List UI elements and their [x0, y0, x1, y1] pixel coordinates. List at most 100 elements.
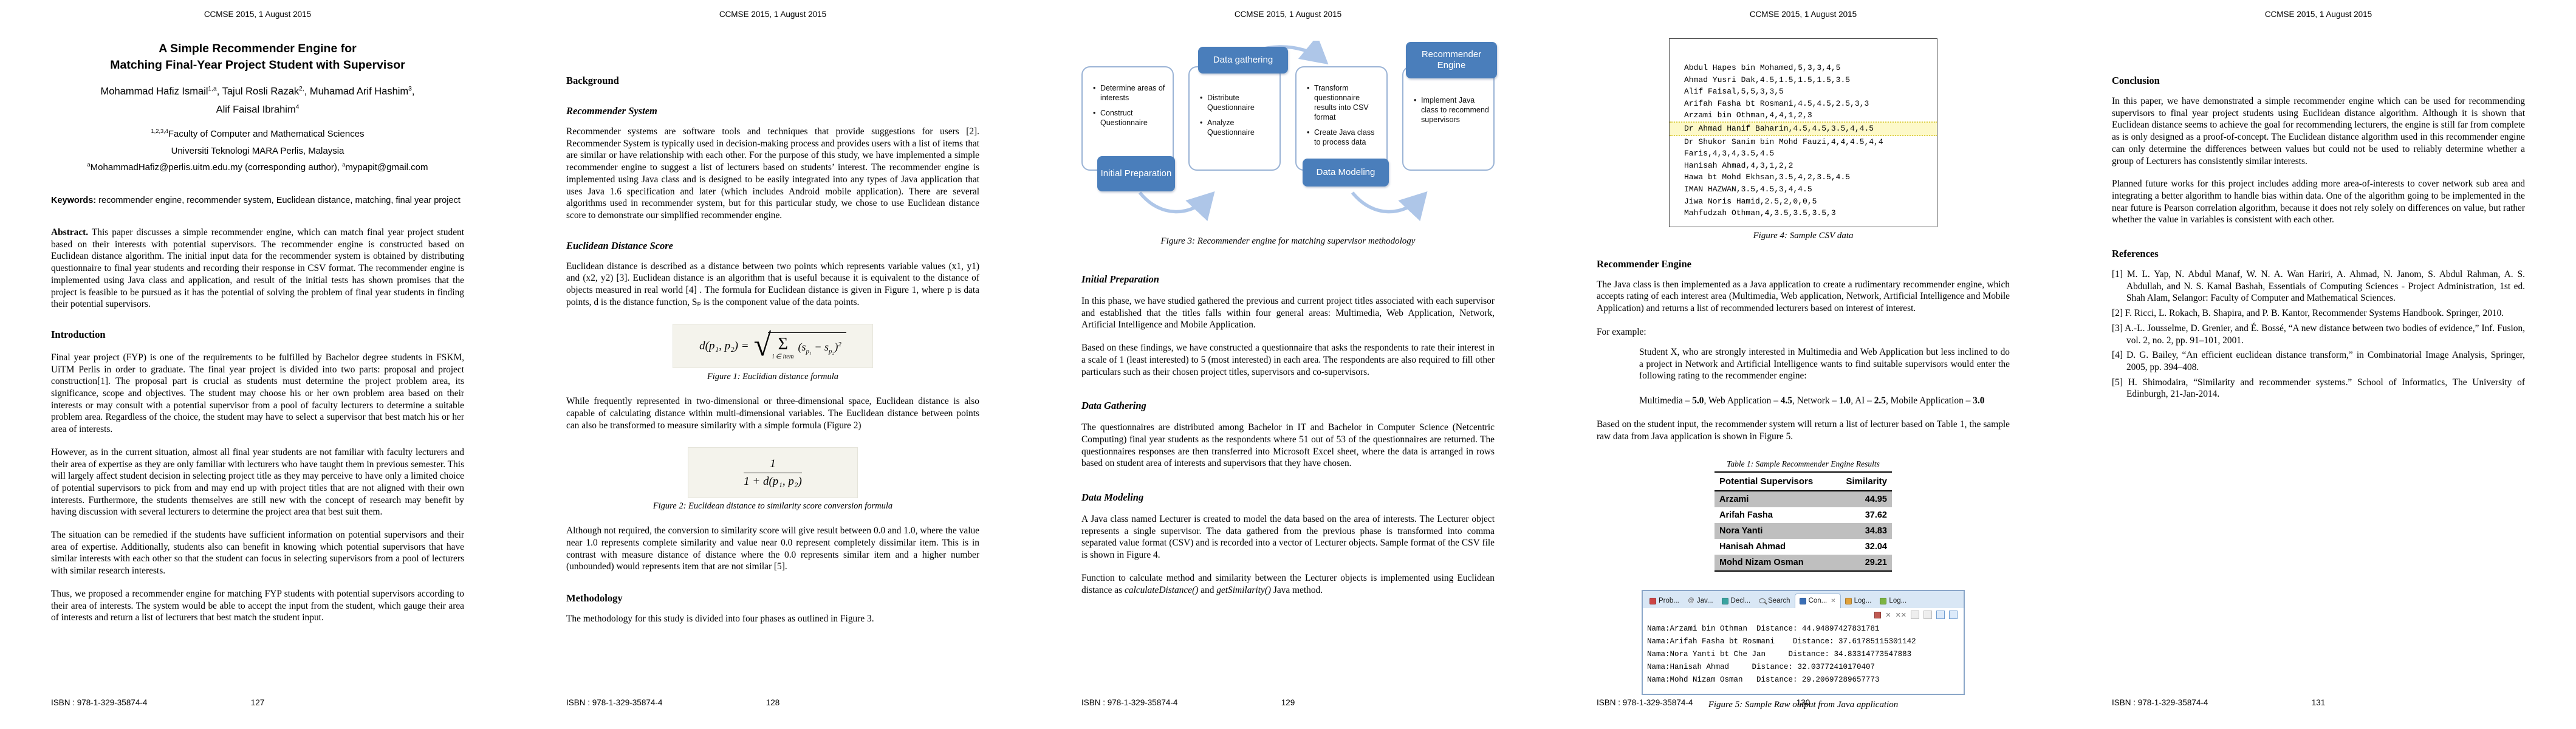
display-selected-icon — [1949, 611, 1958, 620]
paper-title: A Simple Recommender Engine for Matching… — [51, 41, 464, 74]
page-footer: ISBN : 978-1-329-35874-4 130 — [1597, 698, 2010, 707]
section-references: References — [2112, 248, 2159, 260]
table-1-caption: Table 1: Sample Recommender Engine Resul… — [1727, 459, 1880, 469]
subsection-recommender-system: Recommender System — [566, 105, 657, 117]
csv-line: Arzami bin Othman,4,4,1,2,3 — [1684, 111, 1812, 120]
section-background: Background — [566, 75, 619, 86]
running-header: CCMSE 2015, 1 August 2015 — [719, 10, 827, 19]
tab-declaration: Decl... — [1718, 594, 1755, 608]
page-number: 131 — [2311, 698, 2326, 707]
page-footer: ISBN : 978-1-329-35874-4 129 — [1081, 698, 1495, 707]
arrow-modeling-to-engine — [1351, 191, 1428, 221]
paragraph: Planned future works for this project in… — [2112, 179, 2525, 225]
method-name: calculateDistance() — [1124, 584, 1199, 595]
isbn: ISBN : 978-1-329-35874-4 — [566, 698, 663, 707]
csv-line: Dr Shukor Sanim bin Mohd Fauzi,4,4,4.5,4… — [1684, 137, 1883, 146]
table-header-row: Potential Supervisors Similarity — [1714, 471, 1892, 492]
figure-1-euclidean-formula: d(p₁, p₂) = √ Σ i ∈ item (sp₁ − sp₂)2 — [673, 324, 873, 369]
phase-label: Data gathering — [1198, 47, 1288, 74]
scroll-lock-icon — [1923, 611, 1932, 620]
isbn: ISBN : 978-1-329-35874-4 — [2112, 698, 2208, 707]
reference-list: [1] M. L. Yap, N. Abdul Manaf, W. N. A. … — [2112, 269, 2525, 400]
paragraph: Although not required, the conversion to… — [566, 525, 979, 572]
running-header: CCMSE 2015, 1 August 2015 — [1234, 10, 1342, 19]
csv-line: Jiwa Noris Hamid,2.5,2,0,0,5 — [1684, 196, 1817, 206]
console-line: Nama:Hanisah Ahmad Distance: 32.03772410… — [1647, 663, 1875, 672]
figure-5-console-screenshot: Prob... @Jav... Decl... Search Con...✕ L… — [1642, 590, 1965, 696]
for-example-label: For example: — [1597, 326, 1646, 337]
radical-sign: √ Σ i ∈ item (sp₁ − sp₂)2 — [754, 330, 846, 361]
phase-data-modeling: Transform questionnaire results into CSV… — [1295, 41, 1389, 224]
page-footer: ISBN : 978-1-329-35874-4 127 — [51, 698, 464, 707]
figure-2-caption: Figure 2: Euclidean distance to similari… — [653, 501, 893, 512]
csv-line: Arifah Fasha bt Rosmani,4.5,4.5,2.5,3,3 — [1684, 98, 1869, 108]
console-line: Nama:Mohd Nizam Osman Distance: 29.20697… — [1647, 676, 1880, 685]
page-number: 129 — [1281, 698, 1295, 707]
figure-1-caption: Figure 1: Euclidian distance formula — [707, 372, 839, 382]
example-paragraph: Student X, who are strongly interested i… — [1639, 346, 2010, 382]
problems-icon — [1649, 597, 1656, 604]
close-icon: ✕ — [1831, 597, 1836, 604]
subsection-initial-preparation: Initial Preparation — [1081, 273, 1159, 285]
page-footer: ISBN : 978-1-329-35874-4 131 — [2112, 698, 2525, 707]
pin-console-icon — [1936, 611, 1945, 620]
csv-line: Mahfudzah Othman,4,3.5,3.5,3.5,3 — [1684, 208, 1836, 218]
method-name: getSimilarity() — [1216, 584, 1272, 595]
page-5: CCMSE 2015, 1 August 2015 Conclusion In … — [2061, 0, 2576, 729]
logcat-icon — [1880, 597, 1887, 604]
csv-line: Alif Faisal,5,5,3,3,5 — [1684, 87, 1784, 97]
paragraph: However, as in the current situation, al… — [51, 447, 464, 518]
figure-3-caption: Figure 3: Recommender engine for matchin… — [1160, 236, 1416, 246]
paragraph: While frequently represented in two-dime… — [566, 396, 979, 431]
col-potential-supervisors: Potential Supervisors — [1714, 471, 1834, 492]
page-2: CCMSE 2015, 1 August 2015 Background Rec… — [515, 0, 1030, 729]
section-methodology: Methodology — [566, 592, 623, 604]
paragraph: Based on these findings, we have constru… — [1081, 343, 1495, 377]
subsection-data-gathering: Data Gathering — [1081, 400, 1146, 412]
page-1: CCMSE 2015, 1 August 2015 A Simple Recom… — [0, 0, 515, 729]
section-recommender-engine: Recommender Engine — [1597, 258, 1691, 270]
figure-5-caption: Figure 5: Sample Raw output from Java ap… — [1708, 700, 1899, 710]
rating-line: Multimedia – 5.0, Web Application – 4.5,… — [1639, 395, 1985, 406]
tab-console: Con...✕ — [1794, 594, 1841, 609]
csv-line: Ahmad Yusri Dak,4.5,1.5,1.5,1.5,3.5 — [1684, 75, 1851, 84]
paragraph: Final year project (FYP) is one of the r… — [51, 352, 464, 435]
javadoc-icon: @ — [1687, 597, 1694, 604]
reference: [3] A.-L. Jousselme, D. Grenier, and É. … — [2112, 323, 2525, 346]
formula-lhs: d(p₁, p₂) = — [699, 339, 749, 352]
isbn: ISBN : 978-1-329-35874-4 — [51, 698, 148, 707]
page-4: CCMSE 2015, 1 August 2015 Abdul Hapes bi… — [1546, 0, 2061, 729]
formula-body: (sp₁ − sp₂)2 — [798, 341, 841, 355]
page-number: 128 — [766, 698, 780, 707]
paragraph: In this paper, we have demonstrated a si… — [2112, 96, 2525, 166]
console-output: Nama:Arzami bin Othman Distance: 44.9489… — [1643, 621, 1964, 694]
csv-line: IMAN HAZWAN,3.5,4.5,3,4,4.5 — [1684, 184, 1812, 194]
table-1: Table 1: Sample Recommender Engine Resul… — [1597, 459, 2010, 572]
console-line: Nama:Nora Yanti bt Che Jan Distance: 34.… — [1647, 650, 1912, 659]
page-footer: ISBN : 978-1-329-35874-4 128 — [566, 698, 979, 707]
paragraph: The methodology for this study is divide… — [566, 614, 874, 625]
declaration-icon — [1721, 597, 1728, 604]
title-line-1: A Simple Recommender Engine for — [159, 42, 357, 55]
csv-line: Abdul Hapes bin Mohamed,5,3,3,4,5 — [1684, 63, 1841, 72]
arrow-preparation-to-gathering — [1138, 191, 1215, 221]
subsection-data-modeling: Data Modeling — [1081, 491, 1144, 504]
paragraph: A Java class named Lecturer is created t… — [1081, 514, 1495, 561]
paragraph: The Java class is then implemented as a … — [1597, 279, 2010, 314]
tab-problems: Prob... — [1645, 594, 1684, 608]
phase-recommender-engine: Implement Java class to recommend superv… — [1402, 41, 1497, 224]
page-3: CCMSE 2015, 1 August 2015 Deter — [1030, 0, 1546, 729]
phase-data-gathering: Distribute Questionnaire Analyze Questio… — [1188, 41, 1288, 224]
csv-line-highlighted: Dr Ahmad Hanif Baharin,4.5,4.5,3.5,4,4.5 — [1670, 121, 1937, 136]
col-similarity: Similarity — [1833, 471, 1892, 492]
csv-line: Hanisah Ahmad,4,3,1,2,2 — [1684, 160, 1793, 170]
section-conclusion: Conclusion — [2112, 75, 2160, 86]
csv-line: Hawa bt Mohd Ekhsan,3.5,4,2,3.5,4.5 — [1684, 173, 1851, 182]
tab-logcat: Log... — [1875, 594, 1911, 608]
paragraph: The situation can be remedied if the stu… — [51, 530, 464, 577]
